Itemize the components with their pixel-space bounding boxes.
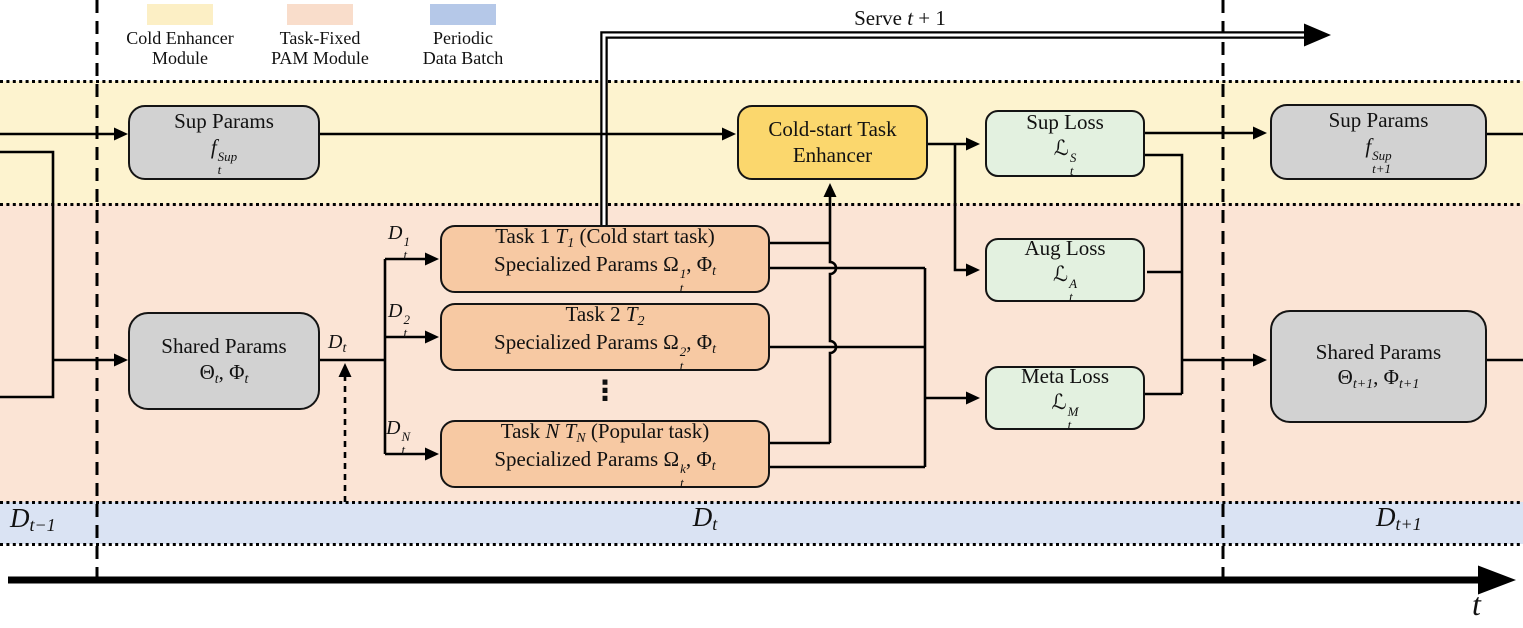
- box-title: Cold-start Task: [768, 116, 897, 141]
- solid-wires: [0, 131, 1523, 469]
- legend-label: Periodic: [433, 28, 493, 48]
- box-task-1: Task 1 T1 (Cold start task) Specialized …: [440, 224, 770, 295]
- wire-collector-to-enhancer: [828, 197, 838, 443]
- band-periodic-data-batch: [0, 502, 1523, 544]
- legend-item-task-fixed-pam: Task-Fixed PAM Module: [250, 4, 390, 68]
- batch-label-d-t-plus-1: Dt+1: [1376, 502, 1422, 534]
- box-task-n: Task N TN (Popular task) Specialized Par…: [440, 419, 770, 490]
- tasks-ellipsis: ⋮: [591, 374, 619, 407]
- box-title: Shared Params: [1315, 339, 1442, 364]
- task-line1: Task N TN (Popular task): [500, 419, 710, 447]
- batch-label-d-t: Dt: [692, 502, 718, 534]
- legend-label: Module: [152, 48, 208, 68]
- box-title: Sup Loss: [1026, 109, 1104, 134]
- box-title: Enhancer: [792, 142, 873, 167]
- serve-arrow-label: Serve t + 1: [800, 6, 1000, 31]
- legend-label: Cold Enhancer: [126, 28, 234, 48]
- legend-swatch-periodic-data-batch: [430, 4, 496, 25]
- batch-label-d-t-minus-1: Dt−1: [10, 503, 56, 535]
- task-line1: Task 1 T1 (Cold start task): [495, 224, 715, 252]
- box-math: Θt, Φt: [199, 359, 249, 387]
- box-cold-start-enhancer: Cold-start Task Enhancer: [737, 105, 928, 180]
- timeline-axis: [8, 565, 1516, 595]
- box-shared-params-t: Shared Params Θt, Φt: [128, 312, 320, 410]
- box-title: Sup Params: [174, 108, 274, 133]
- serve-text: Serve: [854, 6, 908, 30]
- legend-swatch-cold-enhancer: [147, 4, 213, 25]
- box-title: Sup Params: [1328, 108, 1429, 133]
- label-dt: Dt: [328, 331, 347, 356]
- box-title: Meta Loss: [1020, 364, 1110, 389]
- wire-suploss-out-bottom: [1145, 153, 1184, 394]
- arrowheads: [114, 126, 1267, 461]
- serve-arrowhead: [1304, 23, 1331, 47]
- serve-arrow: [600, 23, 1331, 227]
- timeline-arrowhead: [1478, 565, 1516, 595]
- wire-branch-to-augloss: [953, 144, 968, 272]
- box-shared-params-t-plus-1: Shared Params Θt+1, Φt+1: [1270, 310, 1487, 423]
- band-separator-lines: [0, 80, 1523, 546]
- timeline-axis-label: t: [1472, 586, 1481, 622]
- task-line1: Task 2 T2: [565, 302, 645, 330]
- legend-label: Data Batch: [422, 48, 504, 68]
- box-math: Θt+1, Φt+1: [1337, 365, 1420, 393]
- legend-item-cold-enhancer: Cold Enhancer Module: [105, 4, 255, 68]
- box-title: Aug Loss: [1024, 236, 1106, 261]
- legend-label: Task-Fixed: [279, 28, 361, 48]
- timestep-divider-lines: [95, 0, 1225, 578]
- wire-left-bracket: [0, 150, 55, 399]
- legend-label: PAM Module: [271, 48, 369, 68]
- serve-var-t: t: [907, 6, 914, 30]
- serve-text: + 1: [913, 6, 946, 30]
- legend-swatch-task-fixed-pam: [287, 4, 353, 25]
- box-title: Shared Params: [161, 334, 287, 359]
- legend-item-periodic-data-batch: Periodic Data Batch: [395, 4, 531, 68]
